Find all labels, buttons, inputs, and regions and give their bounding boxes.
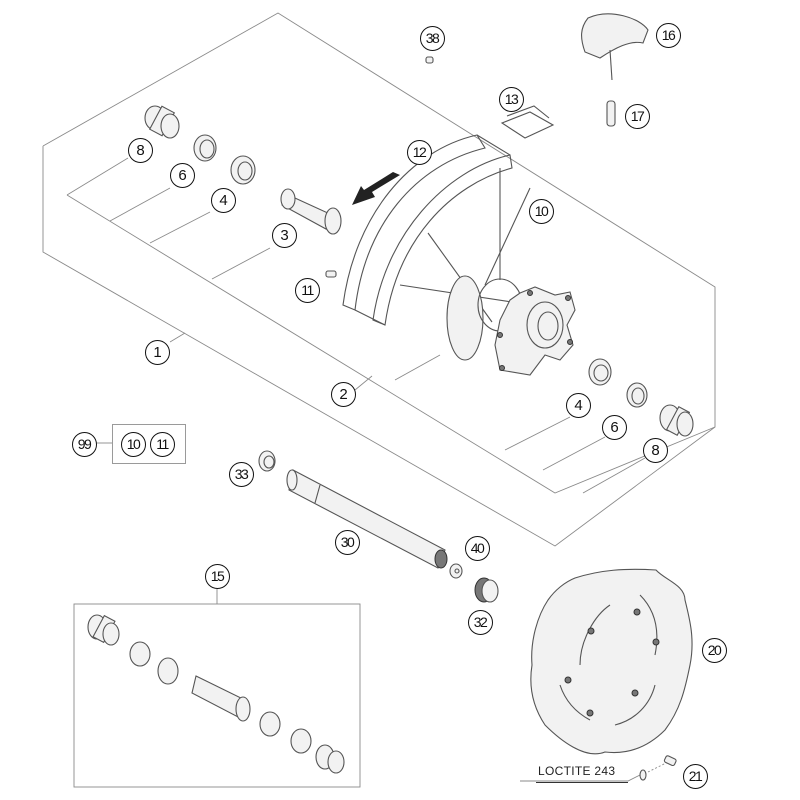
callout-8[interactable]: 8 xyxy=(127,137,153,163)
part-21-bolt[interactable] xyxy=(639,755,677,781)
part-4-bearing[interactable] xyxy=(230,155,256,185)
part-3-spacer-tube[interactable] xyxy=(280,188,342,235)
part-2-rim[interactable] xyxy=(342,134,513,326)
part-13-rim-tape[interactable] xyxy=(500,105,555,139)
bearing-kit-frame xyxy=(73,603,361,788)
callout-38[interactable]: 38 xyxy=(419,25,445,51)
callout-99[interactable]: 99 xyxy=(71,431,97,457)
callout-kit-10[interactable]: 10 xyxy=(120,431,146,457)
callout-21[interactable]: 21 xyxy=(682,763,708,789)
rotation-arrow-icon xyxy=(352,172,400,205)
part-8-spacer[interactable] xyxy=(144,105,180,139)
part-6-seal-right[interactable] xyxy=(626,382,648,408)
part-6-seal[interactable] xyxy=(193,134,217,162)
part-40-washer[interactable] xyxy=(449,563,463,579)
wheel-assembly-frame xyxy=(42,12,716,547)
loctite-note: LOCTITE 243 xyxy=(538,764,616,778)
callout-6-right[interactable]: 6 xyxy=(601,414,627,440)
part-17-nut[interactable] xyxy=(606,100,616,127)
callout-8-right[interactable]: 8 xyxy=(642,437,668,463)
callout-3[interactable]: 3 xyxy=(271,222,297,248)
callout-16[interactable]: 16 xyxy=(655,22,681,48)
loctite-underline xyxy=(536,782,628,783)
part-32-axle-nut[interactable] xyxy=(474,577,499,603)
callout-13[interactable]: 13 xyxy=(498,86,524,112)
callout-33[interactable]: 33 xyxy=(228,461,254,487)
callout-11[interactable]: 11 xyxy=(294,277,320,303)
callout-6[interactable]: 6 xyxy=(169,162,195,188)
leader-lines xyxy=(66,157,669,782)
callout-2[interactable]: 2 xyxy=(330,381,356,407)
callout-4[interactable]: 4 xyxy=(210,187,236,213)
callout-30[interactable]: 30 xyxy=(334,529,360,555)
part-16-rim-lock[interactable] xyxy=(581,13,649,81)
callout-15[interactable]: 15 xyxy=(204,563,230,589)
callout-1[interactable]: 1 xyxy=(144,339,170,365)
callout-12[interactable]: 12 xyxy=(406,139,432,165)
callout-20[interactable]: 20 xyxy=(701,637,727,663)
callout-10[interactable]: 10 xyxy=(528,198,554,224)
part-33-seal[interactable] xyxy=(258,450,276,472)
part-15-kit-contents xyxy=(87,614,345,774)
callout-17[interactable]: 17 xyxy=(624,103,650,129)
part-11-nipple[interactable] xyxy=(325,270,337,278)
hub[interactable] xyxy=(446,275,576,376)
part-38-valve-cap[interactable] xyxy=(425,56,434,64)
callout-4-right[interactable]: 4 xyxy=(565,392,591,418)
part-8-spacer-right[interactable] xyxy=(659,404,694,437)
callout-40[interactable]: 40 xyxy=(464,535,490,561)
spoke-kit-box xyxy=(112,424,186,464)
callout-kit-11[interactable]: 11 xyxy=(149,431,175,457)
callout-32[interactable]: 32 xyxy=(467,609,493,635)
part-20-brake-disc[interactable] xyxy=(530,568,693,755)
part-30-axle[interactable] xyxy=(286,469,448,569)
part-4-bearing-right[interactable] xyxy=(588,358,612,386)
